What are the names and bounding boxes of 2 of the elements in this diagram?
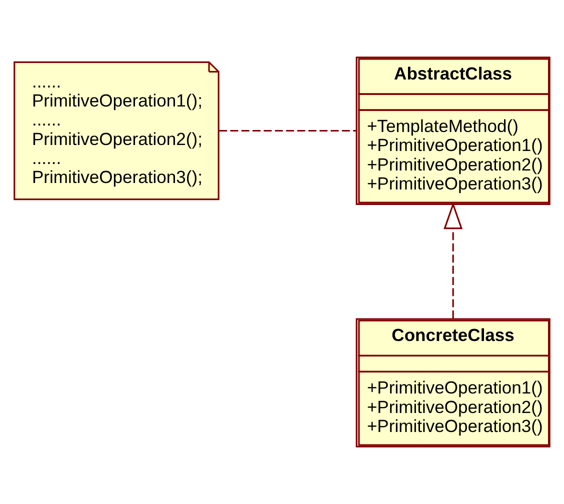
arrow	[444, 202, 463, 318]
connector	[219, 130, 356, 132]
